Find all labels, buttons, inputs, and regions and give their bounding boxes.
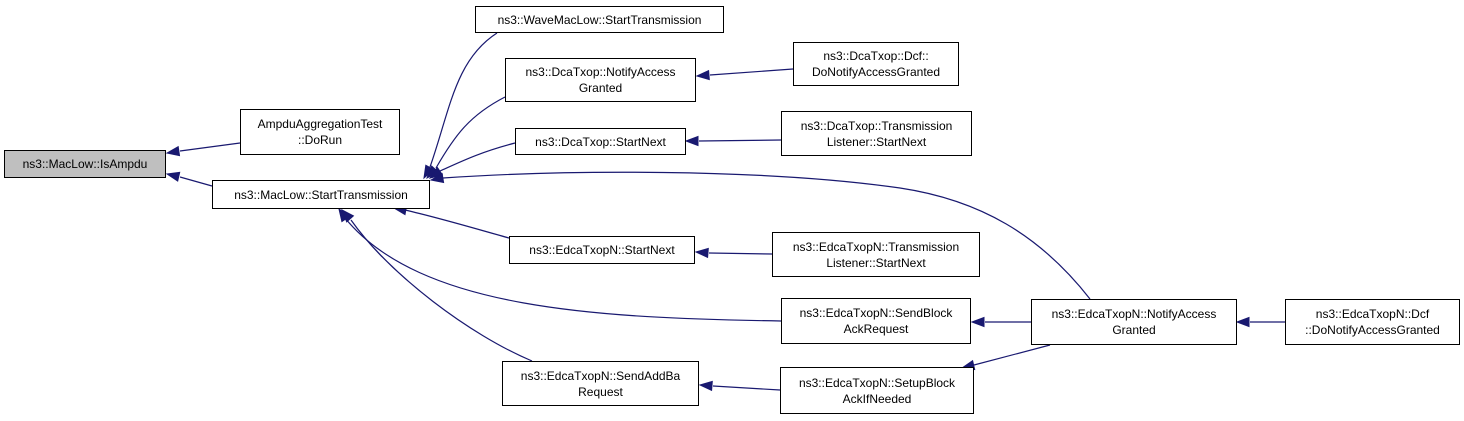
node-edcatxopn-dcf-donotifyaccessgranted[interactable]: ns3::EdcaTxopN::Dcf ::DoNotifyAccessGran… — [1285, 299, 1460, 345]
edge-arrowhead — [341, 208, 355, 223]
edge-arrowhead — [698, 380, 713, 392]
node-label: Listener::StartNext — [826, 255, 926, 270]
node-wavemaclow-starttransmission[interactable]: ns3::WaveMacLow::StartTransmission — [475, 6, 724, 33]
edge-line — [698, 139, 782, 142]
node-dcatxop-notifyaccessgranted[interactable]: ns3::DcaTxop::NotifyAccess Granted — [505, 58, 696, 102]
node-edcatxopn-transmissionlistener-startnext[interactable]: ns3::EdcaTxopN::Transmission Listener::S… — [772, 232, 980, 277]
edge-wave_starttx-to-maclow_starttx — [423, 32, 498, 180]
edge-line — [435, 96, 506, 169]
edge-line — [708, 252, 773, 255]
node-label: ns3::WaveMacLow::StartTransmission — [497, 12, 702, 27]
edge-line — [973, 344, 1051, 366]
edge-edca_setupblockack-to-edca_sendaddba — [698, 380, 781, 392]
node-label: ns3::DcaTxop::Transmission — [800, 118, 953, 133]
edge-dca_dcf_notify-to-dca_notify — [695, 68, 794, 81]
edge-arrowhead — [165, 145, 181, 157]
edge-arrowhead — [429, 172, 445, 184]
edge-line — [439, 142, 516, 172]
edge-arrowhead — [165, 171, 181, 182]
node-label: AckIfNeeded — [842, 391, 912, 406]
node-edcatxopn-startnext[interactable]: ns3::EdcaTxopN::StartNext — [509, 236, 695, 264]
edge-line — [709, 68, 794, 76]
node-edcatxopn-notifyaccessgranted[interactable]: ns3::EdcaTxopN::NotifyAccess Granted — [1031, 299, 1237, 345]
edge-line — [429, 32, 498, 168]
edge-arrowhead — [695, 69, 710, 81]
node-label: Request — [578, 384, 623, 399]
edge-line — [350, 219, 533, 362]
node-label: ns3::DcaTxop::Dcf:: — [823, 49, 929, 63]
edge-line — [179, 142, 241, 152]
edge-line — [712, 385, 781, 391]
node-label: ns3::EdcaTxopN::SendAddBa — [520, 368, 681, 383]
node-label: ns3::MacLow::StartTransmission — [234, 187, 408, 202]
node-label: Granted — [578, 81, 623, 95]
edge-line — [442, 171, 1091, 300]
edge-maclow_starttx-to-isampdu — [165, 171, 213, 187]
edge-edca_notify-to-edca_sendblockack — [970, 316, 1031, 328]
edge-edca_tl_startnext-to-edca_startnext — [694, 247, 773, 259]
edge-arrowhead — [694, 247, 709, 259]
node-dcatxop-transmissionlistener-startnext[interactable]: ns3::DcaTxop::Transmission Listener::Sta… — [781, 111, 972, 156]
edge-arrowhead — [1235, 316, 1250, 328]
edge-ampdu_dorun-to-isampdu — [165, 142, 241, 157]
edge-edca_notify-to-maclow_starttx — [429, 171, 1091, 300]
node-label: Granted — [1112, 323, 1156, 337]
node-label: ns3::MacLow::IsAmpdu — [22, 157, 148, 171]
node-label: ns3::DcaTxop::NotifyAccess — [525, 65, 676, 79]
node-label: ns3::DcaTxop::StartNext — [535, 134, 666, 149]
edge-line — [404, 209, 510, 239]
node-label: ns3::EdcaTxopN::Transmission — [792, 239, 960, 254]
node-maclow-starttransmission[interactable]: ns3::MacLow::StartTransmission — [212, 180, 430, 209]
edge-line — [179, 176, 213, 187]
edge-edca_dcf_notify-to-edca_notify — [1235, 316, 1285, 328]
edge-edca_sendblockack-to-maclow_starttx — [338, 207, 782, 322]
edge-line — [344, 217, 782, 322]
node-label: ::DoRun — [297, 133, 343, 147]
node-label: AckRequest — [843, 322, 909, 336]
node-ampdu-dorun[interactable]: AmpduAggregationTest ::DoRun — [240, 109, 400, 155]
edge-dca_startnext-to-maclow_starttx — [428, 142, 516, 179]
node-label: DoNotifyAccessGranted — [811, 65, 941, 79]
edge-arrowhead — [684, 135, 699, 147]
edge-edca_notify-to-edca_setupblockack — [960, 344, 1051, 371]
node-dcatxop-startnext[interactable]: ns3::DcaTxop::StartNext — [515, 128, 686, 155]
node-label: ::DoNotifyAccessGranted — [1305, 323, 1440, 337]
node-edcatxopn-setupblockackifneeded[interactable]: ns3::EdcaTxopN::SetupBlock AckIfNeeded — [780, 367, 974, 414]
node-isampdu: ns3::MacLow::IsAmpdu — [4, 150, 166, 178]
edge-edca_startnext-to-maclow_starttx — [392, 205, 510, 239]
node-label: ns3::EdcaTxopN::NotifyAccess — [1051, 307, 1217, 321]
node-label: ns3::EdcaTxopN::Dcf — [1315, 307, 1430, 321]
node-edcatxopn-sendblockackrequest[interactable]: ns3::EdcaTxopN::SendBlock AckRequest — [781, 298, 971, 344]
node-label: AmpduAggregationTest — [257, 117, 383, 131]
edge-dca_notify-to-maclow_starttx — [426, 96, 506, 180]
edge-arrowhead — [970, 316, 985, 328]
edge-edca_sendaddba-to-maclow_starttx — [341, 208, 533, 362]
node-edcatxopn-sendaddbarequest[interactable]: ns3::EdcaTxopN::SendAddBa Request — [502, 361, 699, 406]
node-dcatxop-dcf-donotifyaccessgranted[interactable]: ns3::DcaTxop::Dcf:: DoNotifyAccessGrante… — [793, 42, 959, 86]
node-label: Listener::StartNext — [826, 134, 927, 149]
node-label: ns3::EdcaTxopN::StartNext — [529, 243, 675, 257]
node-label: ns3::EdcaTxopN::SendBlock — [799, 306, 953, 320]
edge-dca_tl_startnext-to-dca_startnext — [684, 135, 782, 147]
node-label: ns3::EdcaTxopN::SetupBlock — [798, 375, 956, 390]
